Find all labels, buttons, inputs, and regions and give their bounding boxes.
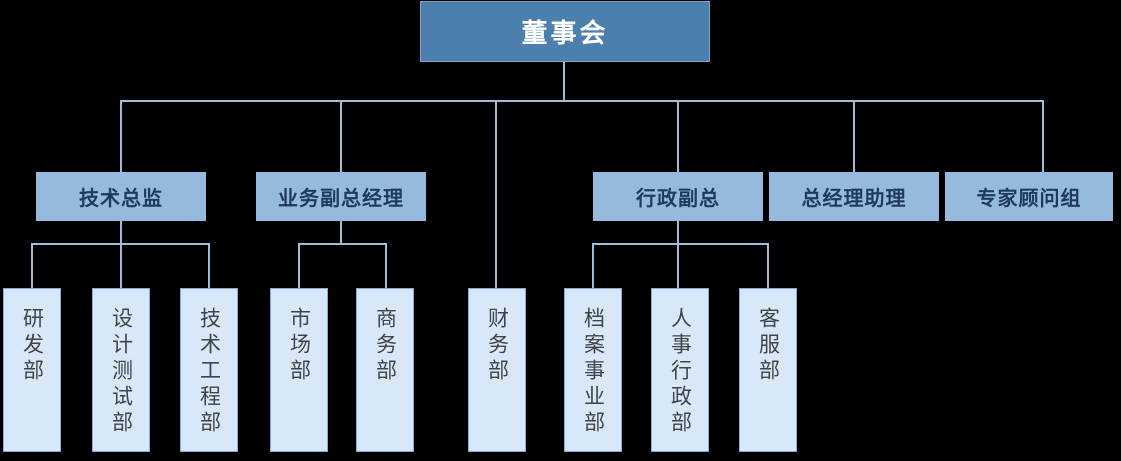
connector-drop-business-vgm [340, 100, 342, 172]
org-node-hr-admin-dept: 人事行政部 [651, 288, 709, 452]
connector-tech-stem [120, 221, 122, 245]
org-node-business-vgm: 业务副总经理 [256, 172, 426, 221]
org-node-gm-assistant-label: 总经理助理 [801, 188, 907, 210]
org-node-tech-eng-dept-label: 技术工程部 [197, 307, 221, 437]
org-node-tech-director: 技术总监 [36, 172, 206, 221]
org-node-archives-dept: 档案事业部 [564, 288, 622, 452]
org-node-marketing-dept-label: 市场部 [287, 307, 311, 385]
connector-drop-gm-assistant [853, 100, 855, 172]
org-node-customer-service-dept-label: 客服部 [756, 307, 780, 385]
connector-admin-horizontal [592, 243, 769, 245]
org-node-tech-director-label: 技术总监 [79, 188, 163, 210]
org-node-expert-group-label: 专家顾问组 [976, 188, 1082, 210]
connector-drop-expert-group [1042, 100, 1044, 172]
connector-drop-tech-eng-dept [208, 243, 210, 288]
org-node-design-test-dept: 设计测试部 [92, 288, 150, 452]
org-node-board: 董事会 [420, 1, 710, 62]
org-node-expert-group: 专家顾问组 [945, 172, 1113, 221]
org-node-commerce-dept-label: 商务部 [373, 307, 397, 385]
connector-drop-design-test-dept [120, 243, 122, 288]
org-node-commerce-dept: 商务部 [356, 288, 414, 452]
org-node-archives-dept-label: 档案事业部 [581, 307, 605, 437]
org-node-customer-service-dept: 客服部 [739, 288, 797, 452]
org-node-finance-dept-label: 财务部 [485, 307, 509, 385]
connector-root-stem [563, 62, 565, 100]
connector-level1-horizontal [120, 100, 1044, 102]
connector-drop-commerce-dept [385, 243, 387, 288]
connector-drop-finance-dept [495, 100, 497, 288]
org-node-marketing-dept: 市场部 [270, 288, 328, 452]
org-node-rd-dept: 研发部 [3, 288, 61, 452]
connector-drop-archives-dept [592, 243, 594, 288]
connector-drop-hr-admin-dept [677, 243, 679, 288]
org-node-tech-eng-dept: 技术工程部 [180, 288, 238, 452]
connector-drop-customer-service-dept [767, 243, 769, 288]
org-node-rd-dept-label: 研发部 [20, 307, 44, 385]
connector-business-stem [340, 221, 342, 245]
org-node-design-test-dept-label: 设计测试部 [109, 307, 133, 437]
org-node-hr-admin-dept-label: 人事行政部 [668, 307, 692, 437]
org-node-gm-assistant: 总经理助理 [769, 172, 939, 221]
org-node-admin-vp: 行政副总 [593, 172, 763, 221]
org-node-business-vgm-label: 业务副总经理 [278, 188, 404, 210]
org-node-board-label: 董事会 [521, 18, 609, 48]
connector-drop-tech-director [120, 100, 122, 172]
connector-drop-marketing-dept [298, 243, 300, 288]
org-node-finance-dept: 财务部 [468, 288, 526, 452]
connector-admin-stem [677, 221, 679, 245]
connector-business-horizontal [298, 243, 387, 245]
org-node-admin-vp-label: 行政副总 [636, 188, 720, 210]
connector-drop-rd-dept [31, 243, 33, 288]
connector-drop-admin-vp [677, 100, 679, 172]
